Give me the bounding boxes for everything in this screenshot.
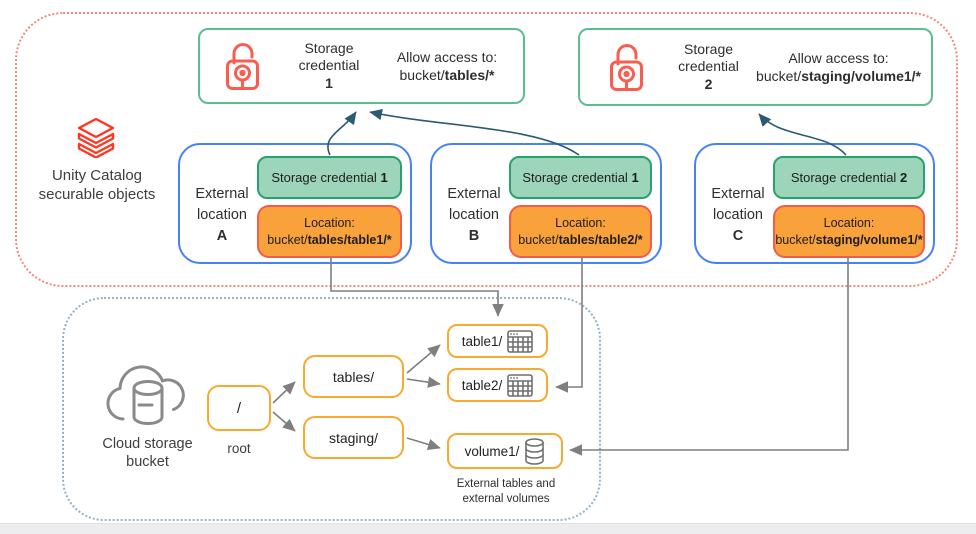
credential-number: 1	[325, 74, 333, 91]
storage-credential-1-title: Storage credential 1	[277, 40, 381, 91]
folder-label: staging/	[328, 429, 379, 446]
path-bold: staging/volume1/*	[801, 68, 921, 84]
root-slash: /	[236, 399, 242, 417]
location-b-credential-pill: Storage credential 1	[509, 156, 652, 199]
lock-icon	[610, 44, 643, 91]
databricks-logo-icon	[77, 117, 115, 158]
pill-location-label: Location:	[823, 215, 875, 230]
external-location-c-box: External location C Storage credential 2…	[694, 143, 935, 264]
leaf-label: table2/	[461, 377, 503, 393]
storage-credential-2-title: Storage credential 2	[661, 41, 756, 92]
allow-access-path: bucket/tables/*	[381, 66, 513, 84]
external-objects-caption: External tables and external volumes	[420, 477, 592, 507]
location-letter: A	[216, 228, 228, 245]
external-location-b-box: External location B Storage credential 1…	[430, 143, 662, 264]
caption-line2: external volumes	[462, 492, 550, 505]
external-location-a-box: External location A Storage credential 1…	[178, 143, 412, 264]
storage-credential-2-allow: Allow access to: bucket/staging/volume1/…	[756, 49, 921, 85]
pill-credential-text: Storage credential 1	[522, 170, 639, 185]
credential-number: 2	[704, 75, 713, 92]
pill-credential-text: Storage credential 2	[790, 170, 908, 185]
location-a-credential-pill: Storage credential 1	[257, 156, 402, 199]
storage-credential-1-box: Storage credential 1 Allow access to: bu…	[198, 28, 525, 104]
leaf-label: volume1/	[464, 443, 520, 459]
cloud-storage-bucket-label: Cloud storage bucket	[80, 435, 215, 471]
pill-location-path: bucket/tables/table2/*	[518, 232, 643, 247]
volume1-node: volume1/	[447, 433, 563, 469]
root-caption: root	[227, 441, 251, 456]
unity-catalog-label: Unity Catalog securable objects	[22, 167, 172, 205]
storage-credential-1-allow: Allow access to: bucket/tables/*	[381, 48, 513, 84]
allow-access-label: Allow access to:	[788, 49, 889, 66]
volume-icon	[525, 437, 545, 465]
location-c-path-pill: Location: bucket/staging/volume1/*	[773, 205, 925, 258]
pill-location-path: bucket/tables/table1/*	[267, 232, 392, 247]
cloud-storage-icon	[106, 365, 185, 425]
bucket-label-line2: bucket	[126, 454, 169, 471]
external-location-a-label: External location A	[188, 184, 256, 247]
table-icon	[507, 373, 534, 397]
external-location-b-label: External location B	[440, 184, 508, 247]
root-node: /	[207, 385, 271, 431]
pill-location-label: Location:	[555, 215, 606, 230]
pill-location-label: Location:	[304, 215, 355, 230]
allow-access-path: bucket/staging/volume1/*	[756, 67, 921, 85]
storage-credential-2-box: Storage credential 2 Allow access to: bu…	[578, 28, 933, 106]
table2-node: table2/	[447, 368, 548, 402]
path-prefix: bucket/	[399, 67, 445, 83]
table-icon	[507, 329, 534, 353]
unity-catalog-label-line2: securable objects	[38, 185, 156, 203]
folder-staging-node: staging/	[303, 416, 404, 459]
location-label-text: External location	[711, 186, 765, 224]
lock-icon	[226, 43, 259, 90]
table1-node: table1/	[447, 324, 548, 358]
credential-title-text: Storage credential	[298, 40, 360, 74]
location-label-text: External location	[447, 186, 501, 224]
location-letter: B	[468, 228, 480, 245]
allow-access-label: Allow access to:	[396, 48, 498, 65]
bucket-label-line1: Cloud storage	[102, 436, 193, 452]
bottom-divider	[0, 523, 976, 534]
location-b-path-pill: Location: bucket/tables/table2/*	[509, 205, 652, 258]
location-c-credential-pill: Storage credential 2	[773, 156, 925, 199]
leaf-label: table1/	[461, 333, 503, 349]
path-bold: tables/*	[444, 67, 495, 83]
external-location-c-label: External location C	[704, 184, 772, 247]
folder-label: tables/	[332, 368, 375, 385]
location-letter: C	[732, 228, 744, 245]
unity-catalog-label-line1: Unity Catalog	[51, 167, 143, 184]
folder-tables-node: tables/	[303, 355, 404, 398]
path-prefix: bucket/	[756, 68, 802, 84]
pill-location-path: bucket/staging/volume1/*	[775, 232, 923, 247]
pill-credential-text: Storage credential 1	[271, 170, 388, 185]
location-a-path-pill: Location: bucket/tables/table1/*	[257, 205, 402, 258]
location-label-text: External location	[195, 186, 249, 224]
credential-title-text: Storage credential	[678, 41, 739, 75]
caption-line1: External tables and	[456, 478, 556, 490]
